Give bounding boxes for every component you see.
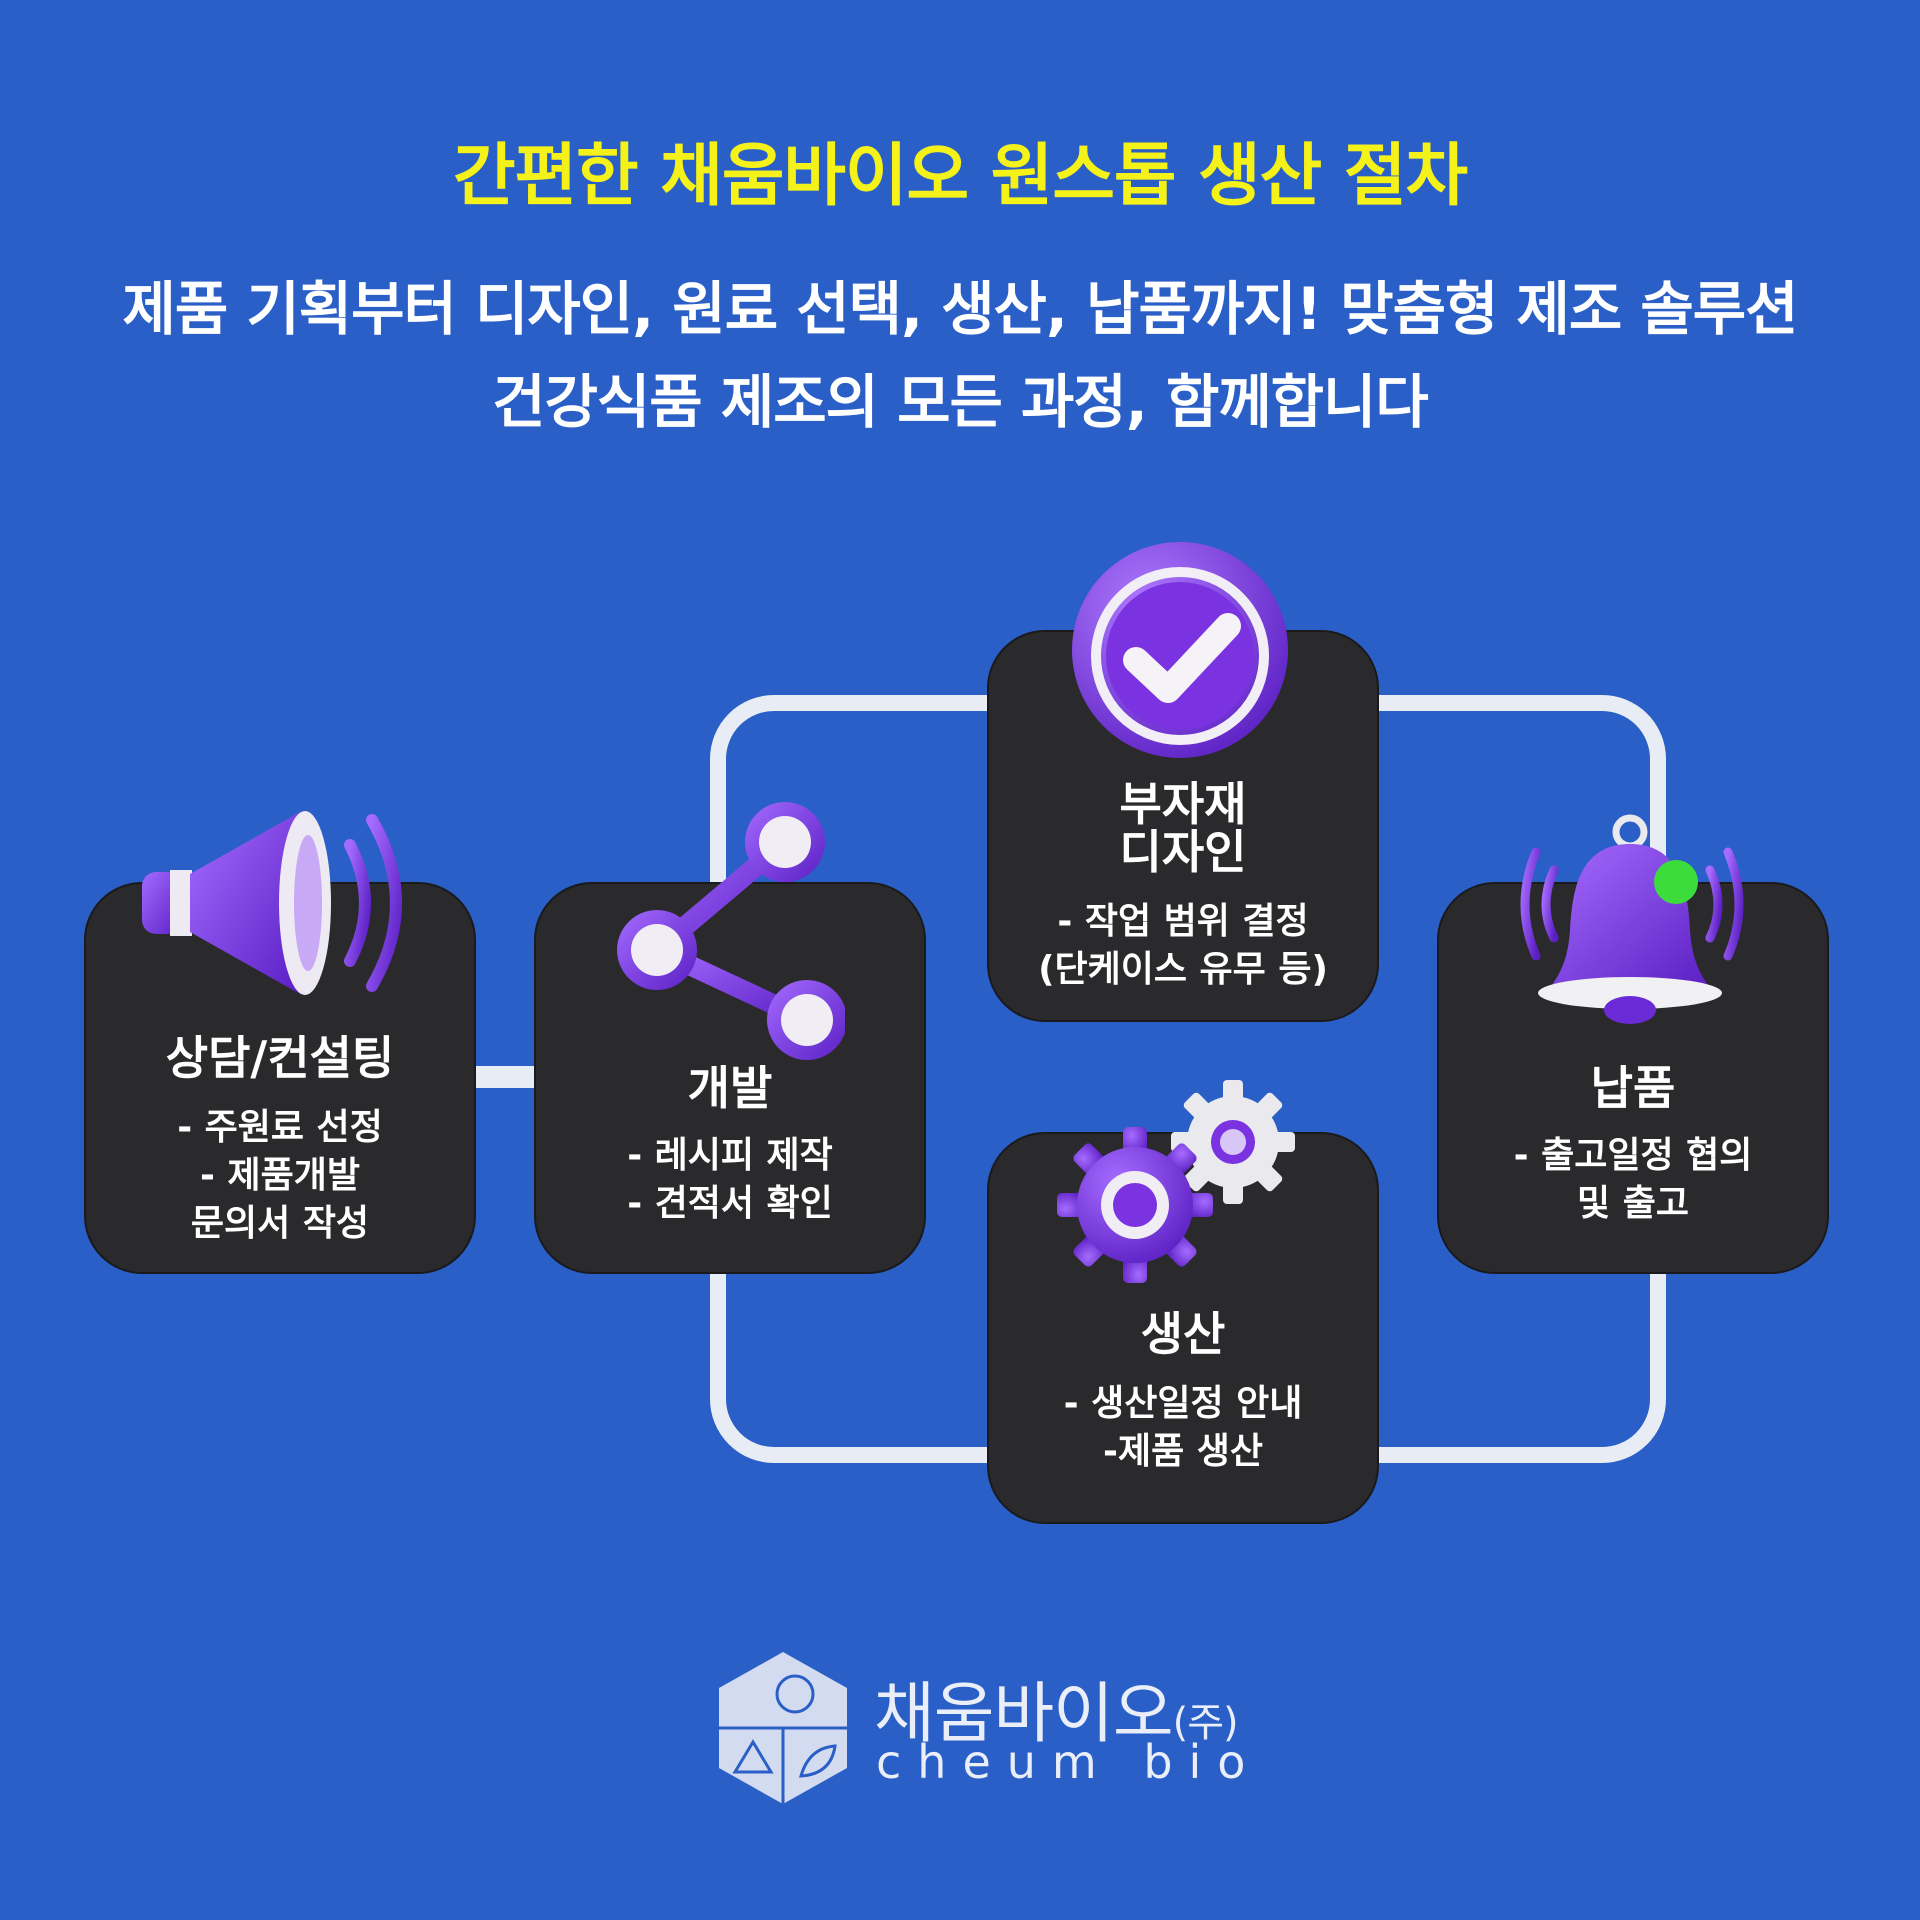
- step-desc-line: 및 출고: [1577, 1183, 1689, 1224]
- step-desc-line: 문의서 작성: [190, 1203, 370, 1244]
- megaphone-icon: [142, 811, 402, 995]
- step-card-development: 개발 - 레시피 제작 - 견적서 확인: [534, 882, 926, 1274]
- logo-name-text: 채움바이오: [874, 1675, 1174, 1752]
- step-desc-line: (단케이스 유무 등): [1038, 949, 1328, 990]
- step-title: 상담/컨설팅: [165, 1031, 395, 1085]
- step-title-line: 부자재: [1119, 777, 1247, 831]
- step-title-line: 디자인: [1119, 825, 1247, 879]
- step-title: 생산: [1140, 1307, 1226, 1361]
- gears-icon: [1057, 1080, 1295, 1283]
- step-desc-line: - 작업 범위 결정: [1057, 901, 1309, 942]
- subtitle-line-2: 건강식품 제조의 모든 과정, 함께합니다: [492, 368, 1429, 436]
- step-desc-line: - 레시피 제작: [627, 1135, 833, 1176]
- notification-dot: [1654, 860, 1698, 904]
- step-desc-line: - 견적서 확인: [627, 1183, 833, 1224]
- subtitle-line-1: 제품 기획부터 디자인, 원료 선택, 생산, 납품까지! 맞춤형 제조 솔루션: [122, 275, 1798, 343]
- page-title: 간편한 채움바이오 원스톱 생산 절차: [452, 137, 1468, 216]
- step-desc-line: - 제품개발: [200, 1155, 360, 1196]
- step-desc-line: - 주원료 선정: [177, 1107, 383, 1148]
- step-title: 개발: [687, 1061, 773, 1115]
- logo-name-ko: 채움바이오(주): [874, 1660, 1239, 1756]
- logo-hexagon-icon: [719, 1652, 847, 1804]
- step-desc-line: -제품 생산: [1103, 1431, 1263, 1472]
- logo-corp-text: (주): [1172, 1700, 1239, 1746]
- share-icon: [617, 802, 845, 1060]
- flow-link-line: [470, 1066, 540, 1088]
- logo-name-en: cheum bio: [876, 1735, 1262, 1789]
- step-desc-line: - 생산일정 안내: [1063, 1383, 1303, 1424]
- step-title: 납품: [1590, 1061, 1676, 1115]
- step-desc-line: - 출고일정 협의: [1513, 1135, 1753, 1176]
- bell-icon: [1520, 814, 1744, 1024]
- check-icon: [1072, 542, 1288, 758]
